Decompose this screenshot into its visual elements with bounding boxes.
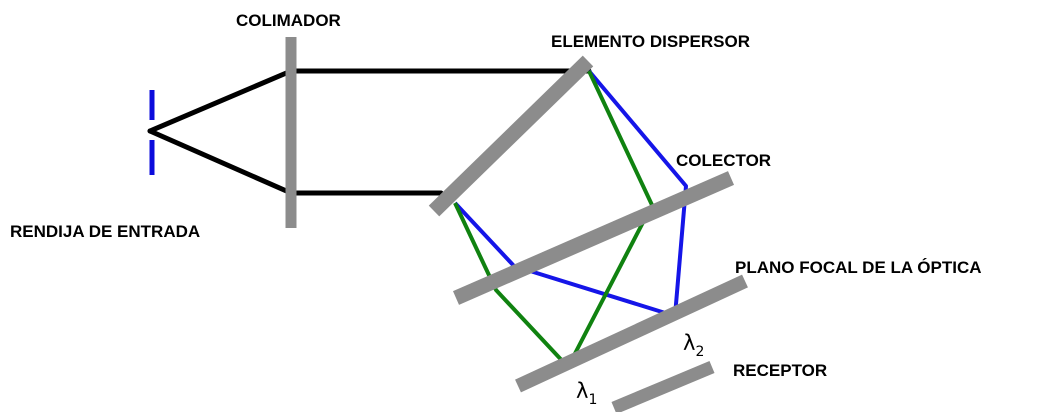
ray-lambda-2-top bbox=[587, 69, 688, 317]
label-plano-focal: PLANO FOCAL DE LA ÓPTICA bbox=[735, 258, 982, 277]
label-colector: COLECTOR bbox=[676, 151, 771, 170]
label-lambda-2-subscript: 2 bbox=[695, 344, 704, 360]
label-lambda-1: λ1 bbox=[576, 379, 597, 408]
label-lambda-2-symbol: λ bbox=[683, 331, 695, 355]
ray-slit-to-collimator-top bbox=[147, 68, 294, 134]
label-elemento-dispersor: ELEMENTO DISPERSOR bbox=[551, 32, 750, 51]
dispersing-element bbox=[428, 55, 594, 217]
label-receptor: RECEPTOR bbox=[733, 361, 827, 380]
collector-element bbox=[453, 171, 734, 305]
label-lambda-1-subscript: 1 bbox=[588, 392, 597, 408]
ray-lambda-1-bottom bbox=[453, 202, 570, 369]
focal-plane-element bbox=[515, 274, 748, 393]
label-lambda-1-symbol: λ bbox=[576, 379, 588, 403]
ray-slit-to-collimator-bottom bbox=[147, 128, 294, 196]
label-rendija-de-entrada: RENDIJA DE ENTRADA bbox=[10, 222, 200, 241]
label-colimador: COLIMADOR bbox=[236, 11, 341, 30]
label-lambda-2: λ2 bbox=[683, 331, 704, 360]
incident-rays bbox=[147, 68, 592, 196]
receptor-element bbox=[611, 361, 715, 412]
